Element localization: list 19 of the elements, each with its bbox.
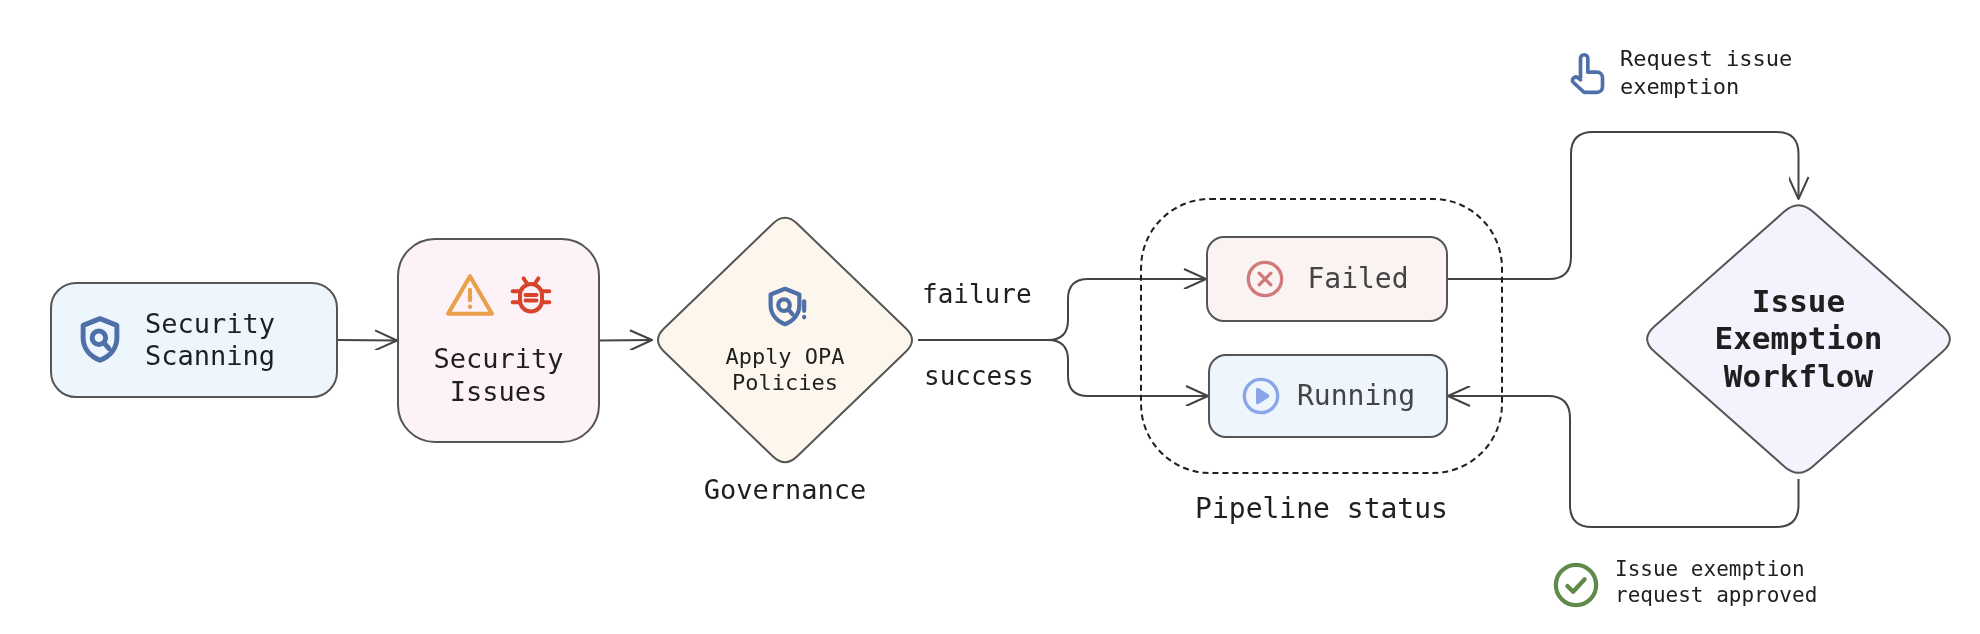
node-label: Issue Exemption Workflow xyxy=(1713,283,1884,395)
process-box xyxy=(1206,236,1448,322)
process-box xyxy=(397,238,600,443)
arrow xyxy=(599,329,653,352)
arrow xyxy=(917,339,1209,407)
note: Request issue exemption xyxy=(1620,45,1794,100)
arrow xyxy=(1447,131,1810,280)
node-label: Security Issues xyxy=(432,343,565,408)
arrow xyxy=(1447,385,1800,528)
node-label: Apply OPA Policies xyxy=(724,343,846,397)
arrow xyxy=(337,329,398,352)
process-box xyxy=(1208,354,1448,438)
group-label: Pipeline status xyxy=(1195,492,1448,525)
process-box xyxy=(50,282,338,398)
node-label: Failed xyxy=(1307,262,1409,296)
note: Issue exemption request approved xyxy=(1615,556,1819,609)
node-label: Governance xyxy=(703,474,867,505)
node-label: Running xyxy=(1297,379,1415,413)
node-label: Security Scanning xyxy=(145,307,277,373)
